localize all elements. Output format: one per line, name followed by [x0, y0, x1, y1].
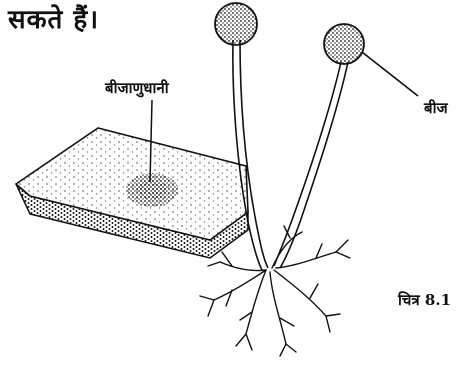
sporangium-label: बीजाणुधानी [105, 78, 169, 98]
sporangium-head-right [324, 24, 364, 64]
bread-slice [16, 128, 248, 258]
spore-label: बीज [424, 98, 448, 118]
sporangiophores [233, 40, 348, 270]
figure-caption: चित्र 8.1 [398, 290, 451, 310]
heading-text-fragment: सकते हैं। [8, 0, 99, 36]
sporangium-heads [215, 3, 364, 64]
sporangium-head-left [215, 3, 257, 45]
spore-pointer [362, 52, 418, 96]
